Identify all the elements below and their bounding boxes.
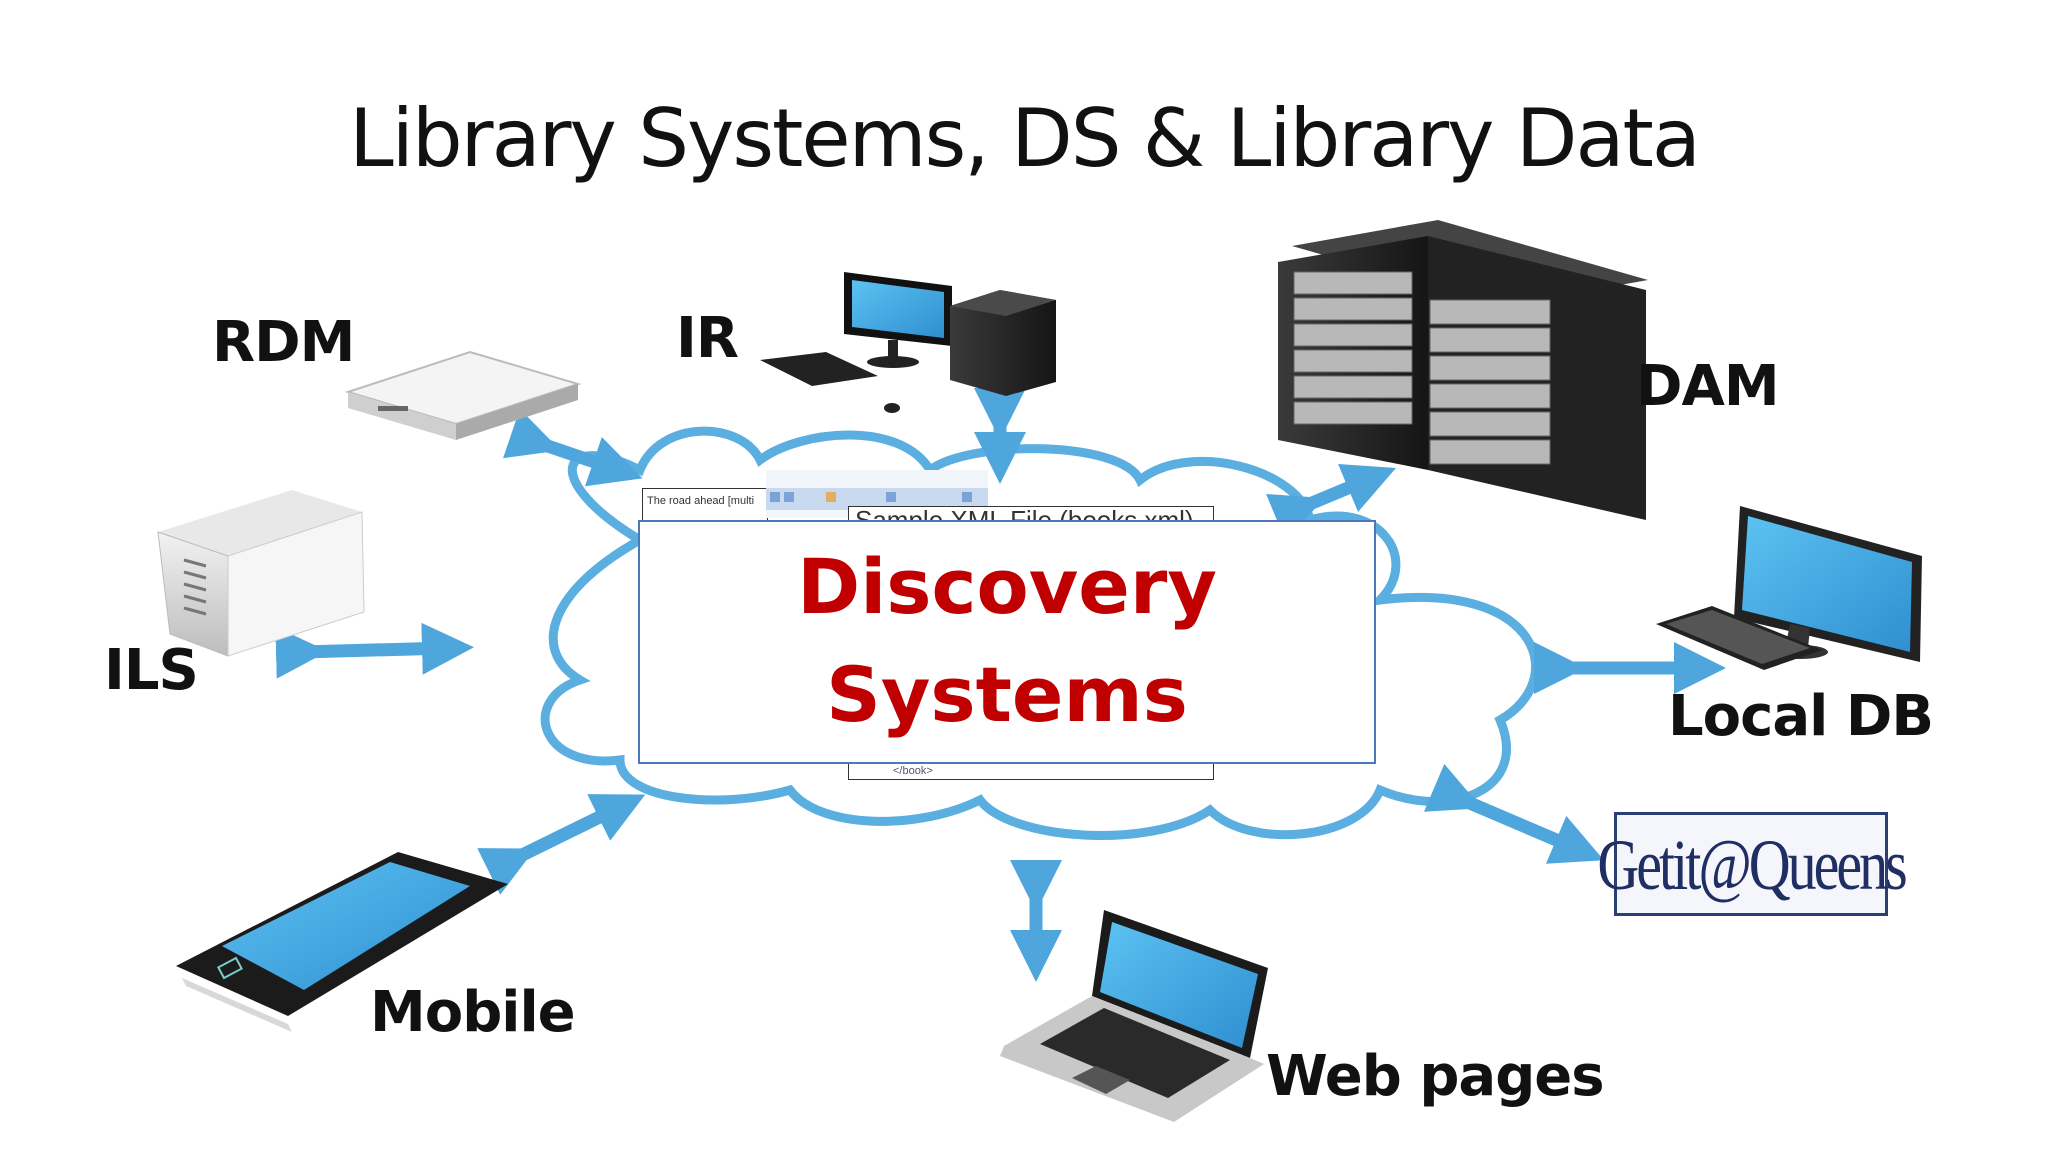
- center-title-line2: Systems: [826, 650, 1188, 739]
- label-mobile: Mobile: [370, 980, 576, 1045]
- arrow-getit: [1423, 763, 1604, 864]
- arrow-ils: [275, 622, 474, 679]
- label-rdm: RDM: [212, 310, 355, 375]
- xml-close-tag: </book>: [893, 765, 933, 777]
- mobile-phone-icon: [176, 852, 508, 1032]
- getit-queens-logo: Getit@Queens: [1597, 812, 1908, 916]
- arrow-mobile: [477, 794, 646, 895]
- arrow-dam: [1266, 464, 1396, 542]
- discovery-systems-box: Discovery Systems: [638, 520, 1376, 764]
- local-db-monitor-icon: [1656, 506, 1922, 670]
- rdm-device-icon: [344, 350, 582, 440]
- slide-title: Library Systems, DS & Library Data: [349, 92, 1701, 185]
- center-title-line1: Discovery: [797, 542, 1217, 631]
- dam-server-icon: [1278, 220, 1648, 520]
- label-ir: IR: [676, 306, 739, 371]
- arrow-rdm: [502, 408, 643, 487]
- arrows: [275, 388, 1726, 982]
- getit-logo-text: Getit@Queens: [1597, 823, 1907, 905]
- label-web-pages: Web pages: [1266, 1044, 1605, 1109]
- toolbar-preview: [766, 470, 988, 518]
- label-local-db: Local DB: [1668, 684, 1934, 749]
- ils-server-icon: [157, 490, 365, 657]
- label-dam: DAM: [1636, 354, 1780, 419]
- ir-computer-icon: [760, 272, 1056, 413]
- toolbar-preview-graphic: [766, 488, 988, 510]
- label-ils: ILS: [104, 638, 199, 703]
- doc-preview-text: The road ahead [multi: [647, 495, 755, 507]
- laptop-icon: [1000, 910, 1268, 1122]
